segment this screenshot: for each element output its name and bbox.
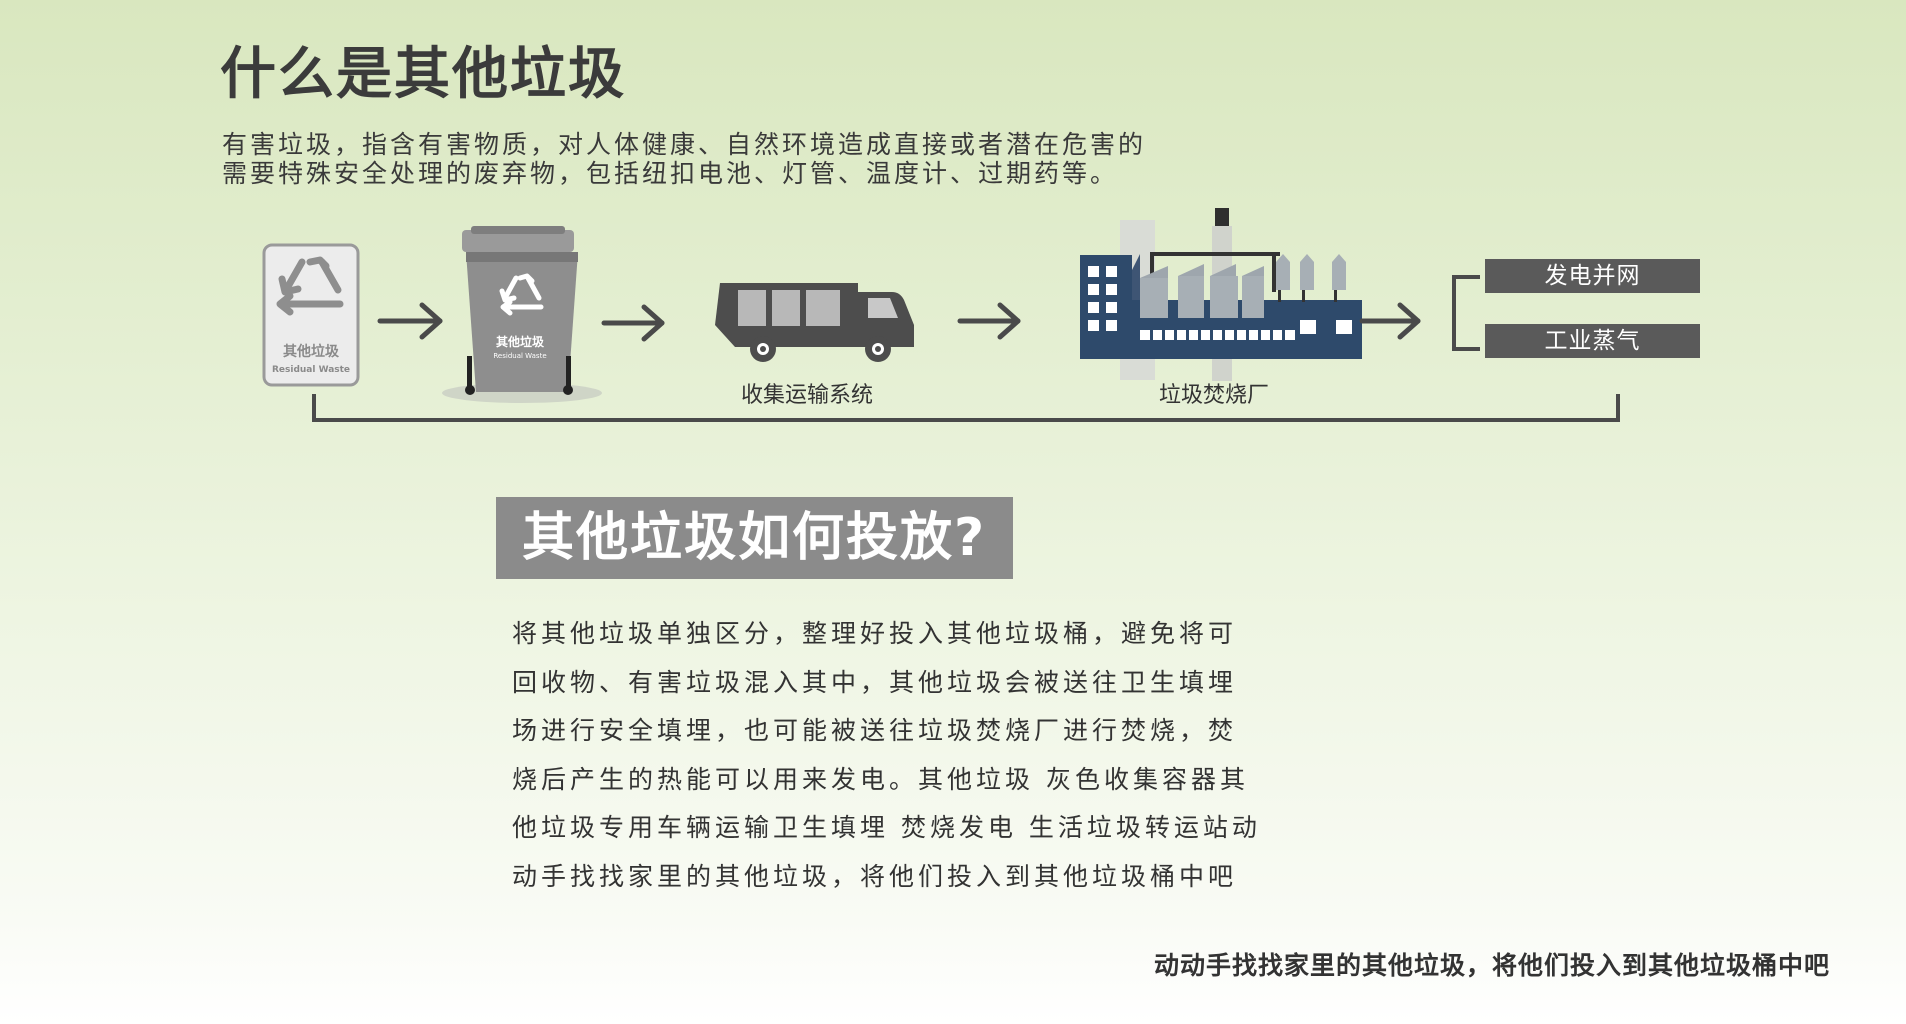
residual-waste-bin: 其他垃圾 Residual Waste <box>442 226 602 403</box>
plant-silos <box>1140 264 1264 318</box>
sign-label-en: Residual Waste <box>272 365 350 375</box>
howto-paragraph: 将其他垃圾单独区分，整理好投入其他垃圾桶，避免将可 回收物、有害垃圾混入其中，其… <box>512 610 1312 901</box>
plant-window-strip <box>1150 330 1285 340</box>
process-diagram: 其他垃圾 Residual Waste 其他垃圾 Residual Waste <box>262 208 1620 422</box>
section-heading: 其他垃圾如何投放? <box>496 497 1013 579</box>
howto-line: 回收物、有害垃圾混入其中，其他垃圾会被送往卫生填埋 <box>512 667 1238 697</box>
howto-line: 烧后产生的热能可以用来发电。其他垃圾 灰色收集容器其 <box>512 764 1249 794</box>
flow-arrow <box>1359 302 1421 340</box>
footer-note: 动动手找找家里的其他垃圾，将他们投入到其他垃圾桶中吧 <box>1153 951 1830 980</box>
bin-label-en: Residual Waste <box>493 352 546 360</box>
howto-line: 他垃圾专用车辆运输卫生填埋 焚烧发电 生活垃圾转运站动 <box>512 813 1261 842</box>
return-bracket <box>312 394 1620 422</box>
page-title: 什么是其他垃圾 <box>220 42 626 107</box>
plant-label: 垃圾焚烧厂 <box>1159 383 1269 408</box>
flow-arrow <box>957 302 1021 340</box>
recycle-icon <box>276 256 344 316</box>
howto-line: 场进行安全填埋，也可能被送往垃圾焚烧厂进行焚烧，焚 <box>512 716 1238 745</box>
howto-line: 动手找找家里的其他垃圾，将他们投入到其他垃圾桶中吧 <box>512 861 1238 891</box>
residual-waste-sign: 其他垃圾 Residual Waste <box>262 243 360 387</box>
output-power-grid: 发电并网 <box>1485 259 1700 293</box>
truck-label: 收集运输系统 <box>741 383 873 408</box>
intro-line: 需要特殊安全处理的废弃物，包括纽扣电池、灯管、温度计、过期药等。 <box>222 159 1119 188</box>
bin-label-cn: 其他垃圾 <box>496 334 545 349</box>
intro-paragraph: 有害垃圾，指含有害物质，对人体健康、自然环境造成直接或者潜在危害的 需要特殊安全… <box>222 130 1272 188</box>
plant-towers <box>1276 254 1346 302</box>
intro-line: 有害垃圾，指含有害物质，对人体健康、自然环境造成直接或者潜在危害的 <box>222 130 1147 159</box>
incineration-plant <box>1080 208 1362 381</box>
output-bracket <box>1452 275 1480 351</box>
flow-arrow <box>601 304 665 342</box>
sign-label-cn: 其他垃圾 <box>283 343 340 360</box>
howto-line: 将其他垃圾单独区分，整理好投入其他垃圾桶，避免将可 <box>512 619 1238 648</box>
flow-arrow <box>377 302 443 340</box>
recycle-icon <box>499 273 544 316</box>
output-industrial-steam: 工业蒸气 <box>1485 324 1700 358</box>
garbage-truck <box>715 283 914 362</box>
